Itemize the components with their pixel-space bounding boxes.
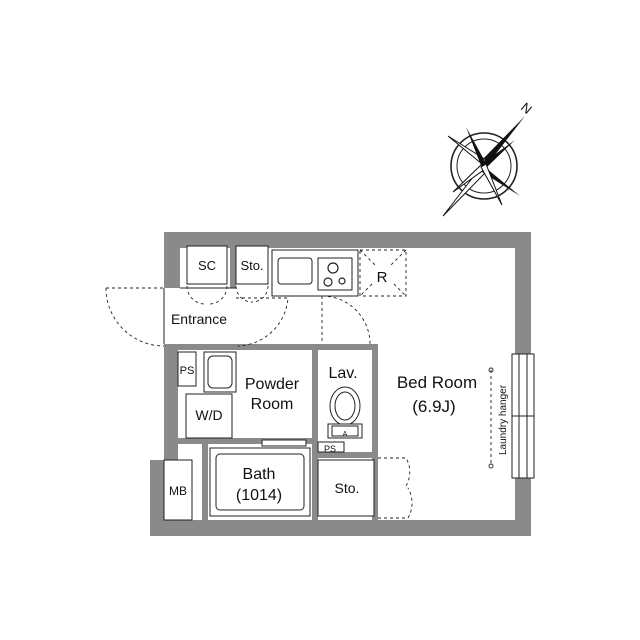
- compass-needle-nw: [466, 127, 487, 168]
- compass-needle-south: [442, 167, 487, 217]
- laundry-hanger-label: Laundry hanger: [498, 384, 509, 455]
- compass-needle-east: [482, 168, 520, 196]
- storage-top-label: Sto.: [240, 258, 263, 273]
- compass-needle-ne: [483, 140, 515, 167]
- powder-room-label-2: Room: [251, 396, 294, 413]
- compass: N: [442, 99, 535, 217]
- ps-small-box: [317, 441, 345, 453]
- compass-ring-outer: [450, 132, 518, 200]
- sc-label: SC: [198, 258, 216, 273]
- shoe-closet-box: [186, 245, 228, 285]
- refrigerator: R: [359, 249, 407, 297]
- entrance-label: Entrance: [171, 311, 227, 327]
- meter-box: [163, 459, 193, 521]
- powder-room-door-arc: [236, 297, 289, 347]
- washer-dryer-box: [185, 393, 233, 439]
- storage-bottom-door-arc: [378, 457, 413, 519]
- kitchen-counter: [271, 249, 359, 297]
- meter-box-label: MB: [169, 484, 187, 498]
- storage-bottom-label: Sto.: [335, 480, 360, 496]
- lav-label: Lav.: [328, 365, 357, 382]
- outer-walls: [150, 232, 531, 536]
- closet-door-arc: [186, 285, 269, 305]
- compass-needle-se: [480, 163, 503, 206]
- window-right: [511, 353, 535, 479]
- washer-dryer-label: W/D: [195, 407, 222, 423]
- toilet: A: [327, 386, 363, 439]
- ps-left-label: PS: [180, 365, 195, 377]
- bed-room-label-2: (6.9J): [412, 397, 455, 416]
- bathtub: [209, 439, 311, 517]
- bath-label-2: (1014): [236, 487, 282, 504]
- ps-small-label: PS: [324, 444, 336, 454]
- bath-label-1: Bath: [243, 466, 276, 483]
- ps-left-box: [177, 351, 197, 387]
- compass-north-label: N: [518, 99, 535, 117]
- powder-sink: [203, 351, 237, 393]
- storage-top-box: [235, 245, 269, 285]
- storage-bottom-box: [317, 459, 375, 517]
- powder-room-label-1: Powder: [245, 376, 300, 393]
- refrigerator-label: R: [377, 269, 388, 286]
- bed-room-label-1: Bed Room: [397, 373, 477, 392]
- laundry-hanger: Laundry hanger: [488, 367, 509, 469]
- svg-text:A: A: [343, 431, 348, 438]
- compass-ring-inner: [456, 138, 512, 194]
- entrance-door: [105, 287, 236, 347]
- lav-door-arc: [321, 295, 371, 345]
- compass-needle-north: [482, 116, 525, 164]
